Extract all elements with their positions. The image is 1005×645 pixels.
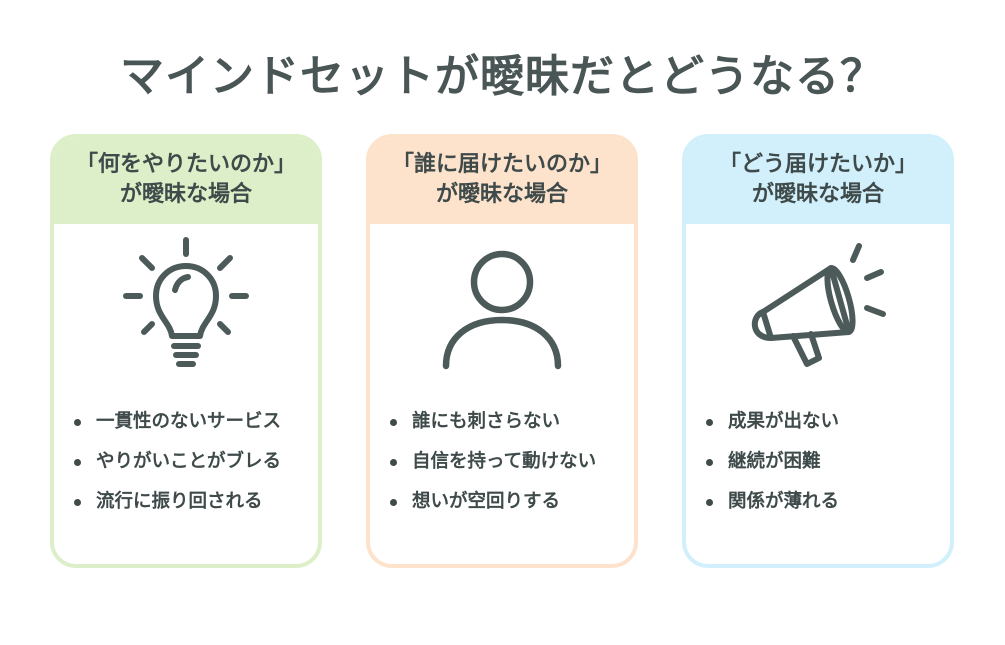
card-heading-line1: 「何をやりたいのか」 bbox=[75, 152, 296, 177]
page-title: マインドセットが曖昧だとどうなる？ bbox=[120, 51, 885, 102]
lightbulb-icon bbox=[123, 237, 249, 367]
card-heading-line1: 「誰に届けたいのか」 bbox=[391, 152, 612, 177]
list-item: 誰にも刺さらない bbox=[390, 402, 634, 442]
card-how: 「どう届けたいか」 が曖昧な場合 成果が出ない 継続が困難 関係が薄れる bbox=[682, 134, 954, 568]
list-item: 継続が困難 bbox=[706, 442, 950, 482]
list-item: やりがいことがブレる bbox=[74, 442, 318, 482]
card-heading-line2: が曖昧な場合 bbox=[751, 182, 884, 207]
list-item: 流行に振り回される bbox=[74, 482, 318, 522]
card-heading-line2: が曖昧な場合 bbox=[119, 182, 252, 207]
card-heading-line1: 「どう届けたいか」 bbox=[718, 152, 917, 177]
megaphone-icon bbox=[751, 243, 886, 367]
list-item: 成果が出ない bbox=[706, 402, 950, 442]
card-header: 「何をやりたいのか」 が曖昧な場合 bbox=[54, 138, 318, 224]
card-heading-line2: が曖昧な場合 bbox=[435, 182, 568, 207]
list-item: 一貫性のないサービス bbox=[74, 402, 318, 442]
card-what: 「何をやりたいのか」 が曖昧な場合 一貫性のないサービス やりがいことがブレる … bbox=[50, 134, 322, 568]
card-who: 「誰に届けたいのか」 が曖昧な場合 誰にも刺さらない 自信を持って動けない 想い… bbox=[366, 134, 638, 568]
list-item: 関係が薄れる bbox=[706, 482, 950, 522]
card-item-list: 成果が出ない 継続が困難 関係が薄れる bbox=[686, 402, 950, 522]
card-item-list: 一貫性のないサービス やりがいことがブレる 流行に振り回される bbox=[54, 402, 318, 522]
list-item: 自信を持って動けない bbox=[390, 442, 634, 482]
card-header: 「誰に届けたいのか」 が曖昧な場合 bbox=[370, 138, 634, 224]
card-icon-area bbox=[370, 224, 634, 384]
list-item: 想いが空回りする bbox=[390, 482, 634, 522]
card-icon-area bbox=[54, 224, 318, 384]
card-header: 「どう届けたいか」 が曖昧な場合 bbox=[686, 138, 950, 224]
person-icon bbox=[442, 250, 562, 370]
card-icon-area bbox=[686, 224, 950, 384]
card-item-list: 誰にも刺さらない 自信を持って動けない 想いが空回りする bbox=[370, 402, 634, 522]
